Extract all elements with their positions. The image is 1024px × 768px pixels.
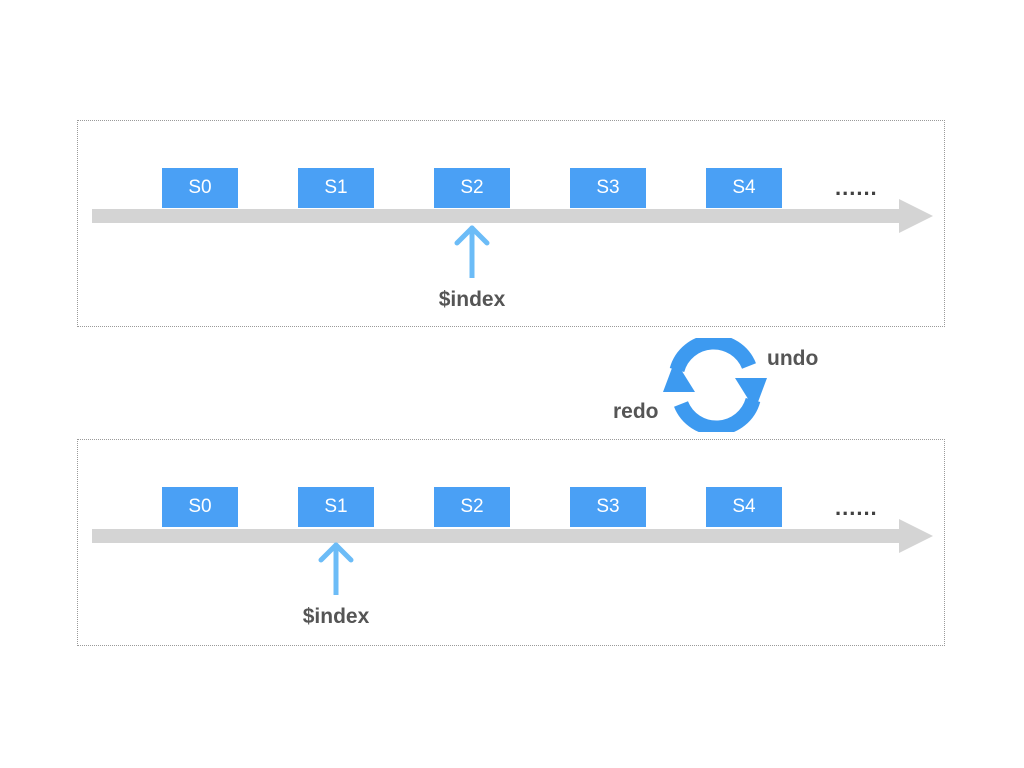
index-label: $index [302, 605, 370, 628]
timeline-arrow [92, 199, 934, 233]
top-state-panel: S0 S1 S2 S3 S4 ...... $index [77, 120, 945, 327]
redo-label: redo [613, 400, 659, 423]
bottom-state-panel: S0 S1 S2 S3 S4 ...... $index [77, 439, 945, 646]
state-box-s1: S1 [298, 168, 374, 208]
state-box-s4: S4 [706, 487, 782, 527]
state-box-s4: S4 [706, 168, 782, 208]
state-box-s2: S2 [434, 487, 510, 527]
index-pointer-arrow-icon [318, 539, 354, 595]
state-box-s3: S3 [570, 487, 646, 527]
index-label: $index [438, 288, 506, 311]
timeline-arrow-head [899, 199, 933, 233]
state-box-s1: S1 [298, 487, 374, 527]
timeline-arrow-head [899, 519, 933, 553]
more-states-ellipsis: ...... [835, 495, 878, 520]
more-states-ellipsis: ...... [835, 175, 878, 200]
timeline-bar [92, 209, 900, 223]
timeline-bar [92, 529, 900, 543]
state-box-s2: S2 [434, 168, 510, 208]
state-box-s0: S0 [162, 487, 238, 527]
undo-redo-cycle-icon [659, 334, 771, 436]
undo-label: undo [767, 347, 819, 370]
state-box-s0: S0 [162, 168, 238, 208]
state-box-s3: S3 [570, 168, 646, 208]
index-pointer-arrow-icon [454, 222, 490, 278]
timeline-arrow [92, 519, 934, 553]
